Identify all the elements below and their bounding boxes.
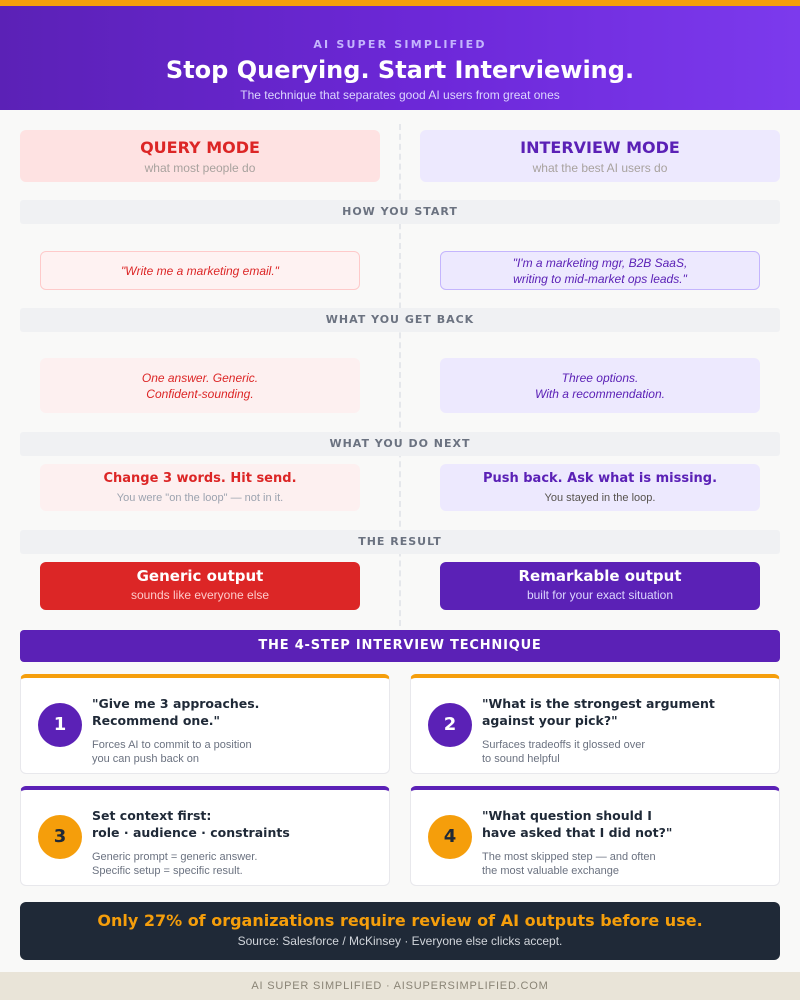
query-mode-card: QUERY MODE what most people do — [20, 130, 380, 182]
query-result-main: Generic output — [136, 567, 264, 585]
query-mode-title: QUERY MODE — [140, 138, 260, 157]
query-response-line-2: Confident-sounding. — [146, 386, 254, 401]
step-desc-2-line-1: Surfaces tradeoffs it glossed over — [482, 739, 646, 751]
interview-result-main: Remarkable output — [518, 567, 682, 585]
interview-next-sub: You stayed in the loop. — [544, 492, 656, 504]
step-desc-4: The most skipped step — and often the mo… — [482, 850, 772, 878]
interview-mode-subtitle: what the best AI users do — [532, 161, 668, 175]
column-divider — [399, 124, 401, 626]
step-desc-3-line-1: Generic prompt = generic answer. — [92, 851, 258, 863]
top-accent-bar — [0, 0, 800, 6]
step-number-2: 2 — [428, 703, 472, 747]
query-mode-subtitle: what most people do — [144, 161, 256, 175]
interview-next-main: Push back. Ask what is missing. — [482, 471, 718, 486]
query-result-sub: sounds like everyone else — [130, 588, 270, 602]
step-number-4: 4 — [428, 815, 472, 859]
interview-mode-card: INTERVIEW MODE what the best AI users do — [420, 130, 780, 182]
query-next-box: Change 3 words. Hit send. You were "on t… — [40, 464, 360, 511]
step-title-2: "What is the strongest argument against … — [482, 695, 772, 729]
header-banner: AI SUPER SIMPLIFIED Stop Querying. Start… — [0, 6, 800, 110]
step-title-3-line-2: role · audience · constraints — [92, 825, 290, 840]
step-title-2-line-2: against your pick?" — [482, 713, 618, 728]
page-subtitle: The technique that separates good AI use… — [240, 88, 560, 102]
step-desc-1: Forces AI to commit to a position you ca… — [92, 738, 382, 766]
step-title-2-line-1: "What is the strongest argument — [482, 696, 715, 711]
step-card-3: 3 Set context first: role · audience · c… — [20, 786, 390, 886]
step-desc-4-line-2: the most valuable exchange — [482, 865, 619, 877]
step-desc-1-line-2: you can push back on — [92, 753, 200, 765]
step-title-4-line-2: have asked that I did not?" — [482, 825, 673, 840]
footer: AI SUPER SIMPLIFIED · AISUPERSIMPLIFIED.… — [0, 972, 800, 1000]
step-desc-2: Surfaces tradeoffs it glossed over to so… — [482, 738, 772, 766]
section-how-you-start: HOW YOU START — [20, 200, 780, 224]
step-desc-1-line-1: Forces AI to commit to a position — [92, 739, 252, 751]
step-title-1-line-1: "Give me 3 approaches. — [92, 696, 260, 711]
query-next-sub: You were "on the loop" — not in it. — [116, 492, 284, 504]
interview-start-line-1: "I'm a marketing mgr, B2B SaaS, — [512, 255, 688, 270]
technique-header: THE 4-STEP INTERVIEW TECHNIQUE — [20, 630, 780, 662]
section-what-you-get-back: WHAT YOU GET BACK — [20, 308, 780, 332]
step-title-3: Set context first: role · audience · con… — [92, 807, 382, 841]
interview-response-box: Three options. With a recommendation. — [440, 358, 760, 413]
step-card-1: 1 "Give me 3 approaches. Recommend one."… — [20, 674, 390, 774]
step-desc-3-line-2: Specific setup = specific result. — [92, 865, 243, 877]
step-title-4: "What question should I have asked that … — [482, 807, 772, 841]
step-number-1: 1 — [38, 703, 82, 747]
step-desc-4-line-1: The most skipped step — and often — [482, 851, 656, 863]
page-title: Stop Querying. Start Interviewing. — [165, 56, 635, 84]
step-title-4-line-1: "What question should I — [482, 808, 652, 823]
query-response-line-1: One answer. Generic. — [141, 370, 259, 385]
step-title-1-line-2: Recommend one." — [92, 713, 221, 728]
query-start-box: "Write me a marketing email." — [40, 251, 360, 290]
interview-start-line-2: writing to mid-market ops leads." — [513, 271, 687, 286]
query-response-box: One answer. Generic. Confident-sounding. — [40, 358, 360, 413]
step-desc-2-line-2: to sound helpful — [482, 753, 560, 765]
step-desc-3: Generic prompt = generic answer. Specifi… — [92, 850, 382, 878]
step-number-3: 3 — [38, 815, 82, 859]
interview-result-sub: built for your exact situation — [526, 588, 674, 602]
step-title-3-line-1: Set context first: — [92, 808, 212, 823]
interview-start-box: "I'm a marketing mgr, B2B SaaS, writing … — [440, 251, 760, 290]
interview-next-box: Push back. Ask what is missing. You stay… — [440, 464, 760, 511]
stat-main: Only 27% of organizations require review… — [97, 911, 703, 930]
query-start-line-1: "Write me a marketing email." — [121, 263, 279, 278]
interview-response-line-1: Three options. — [561, 370, 639, 385]
section-the-result: THE RESULT — [20, 530, 780, 554]
section-what-you-do-next: WHAT YOU DO NEXT — [20, 432, 780, 456]
stat-banner: Only 27% of organizations require review… — [20, 902, 780, 960]
query-result-box: Generic output sounds like everyone else — [40, 562, 360, 610]
interview-result-box: Remarkable output built for your exact s… — [440, 562, 760, 610]
step-card-2: 2 "What is the strongest argument agains… — [410, 674, 780, 774]
step-card-4: 4 "What question should I have asked tha… — [410, 786, 780, 886]
query-next-main: Change 3 words. Hit send. — [103, 471, 297, 486]
stat-source: Source: Salesforce / McKinsey · Everyone… — [237, 934, 563, 948]
brand-name: AI SUPER SIMPLIFIED — [313, 38, 487, 51]
interview-mode-title: INTERVIEW MODE — [520, 138, 680, 157]
interview-response-line-2: With a recommendation. — [535, 386, 665, 401]
step-title-1: "Give me 3 approaches. Recommend one." — [92, 695, 382, 729]
